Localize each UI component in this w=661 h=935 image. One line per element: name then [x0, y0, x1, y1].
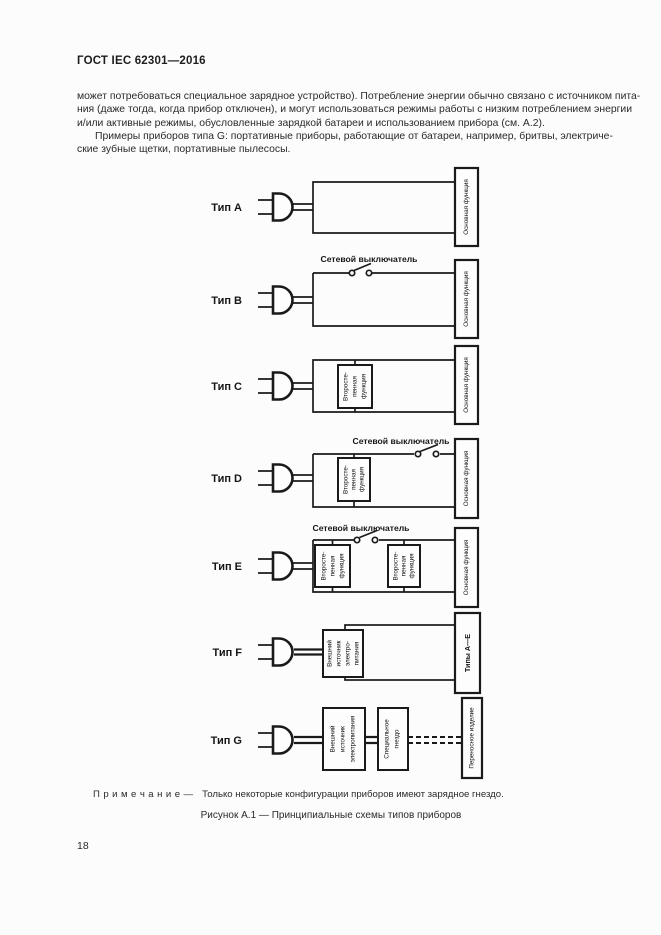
secondary-function-box: [387, 544, 421, 588]
intro-line: и/или активные режимы, обусловленные зар…: [77, 117, 545, 129]
special-socket-box: [377, 707, 409, 771]
type-g-label: Тип G: [211, 735, 242, 747]
plug-icon: [256, 725, 294, 755]
secondary-function-line: пенная: [330, 556, 337, 577]
secondary-function-line: функция: [359, 467, 366, 492]
type-c-label: Тип С: [211, 381, 242, 393]
external-psu-line: питания: [354, 642, 361, 666]
plug-icon: [256, 371, 294, 401]
switch-icon: [353, 529, 379, 544]
type-f-label: Тип F: [213, 647, 243, 659]
external-psu-line: Внешний: [326, 640, 334, 667]
special-socket-line: Специальное: [384, 719, 391, 759]
main-function-label: Основная функция: [463, 451, 470, 507]
note-label: П р и м е ч а н и е —: [93, 789, 194, 800]
external-psu-box: [322, 629, 364, 678]
special-socket-line: гнездо: [394, 729, 401, 749]
body-paragraphs: может потребоваться специальное зарядное…: [77, 90, 641, 156]
type-f-diagram: Тип F Внешний источник электро- питания …: [213, 611, 482, 695]
external-psu-line: источник: [340, 726, 347, 752]
type-d-label: Тип D: [211, 473, 242, 485]
figure-caption: Рисунок А.1 — Принципиальные схемы типов…: [200, 810, 462, 821]
secondary-function-line: Второсте-: [393, 552, 400, 581]
type-a-diagram: Тип А Основная функция: [211, 166, 480, 248]
type-e-diagram: Сетевой выключатель Тип Е Второсте- пенн…: [212, 523, 480, 609]
types-a-e-box: [453, 611, 482, 695]
main-function-label: Основная функция: [463, 271, 470, 327]
dashed-connection: [408, 736, 462, 744]
main-function-label: Основная функция: [463, 540, 470, 596]
external-psu-line: электро-: [345, 641, 352, 666]
plug-icon: [256, 637, 294, 667]
document-title: ГОСТ IEC 62301—2016: [77, 55, 206, 67]
secondary-function-line: функция: [409, 553, 416, 578]
plug-icon: [256, 192, 294, 222]
type-d-diagram: Сетевой выключатель Тип D Второсте- пенн…: [211, 436, 480, 520]
main-function-box: [453, 258, 480, 340]
types-a-e-label: Типы А—Е: [463, 634, 472, 672]
plug-icon: [256, 285, 294, 315]
examples-line: Примеры приборов типа G: портативные при…: [95, 130, 613, 142]
secondary-function-line: Второсте-: [321, 552, 328, 581]
external-psu-line: Внешний: [329, 725, 337, 752]
switch-icon: [414, 443, 440, 458]
secondary-function-line: функция: [361, 374, 368, 399]
secondary-function-line: пенная: [352, 376, 359, 397]
intro-line: может потребоваться специальное зарядное…: [77, 91, 641, 102]
type-g-diagram: Тип G Внешний источник электропитания Сп…: [211, 696, 484, 780]
type-e-label: Тип Е: [212, 561, 242, 573]
external-psu-box: [322, 707, 366, 771]
mains-switch-label: Сетевой выключатель: [353, 436, 450, 446]
type-b-label: Тип В: [211, 295, 242, 307]
main-function-box: [453, 166, 480, 248]
note-text: Только некоторые конфигурации приборов и…: [202, 789, 504, 800]
main-function-box: [453, 437, 480, 520]
plug-icon: [256, 551, 294, 581]
secondary-function-line: пенная: [351, 469, 358, 490]
switch-icon: [348, 262, 373, 277]
figure-note: П р и м е ч а н и е — Только некоторые к…: [93, 789, 613, 800]
secondary-function-line: Второсте-: [343, 372, 350, 401]
main-function-label: Основная функция: [463, 357, 470, 413]
type-c-diagram: Тип С Второсте- пенная функция Основная …: [211, 344, 480, 426]
page-number: 18: [77, 840, 89, 852]
secondary-function-box: [314, 544, 351, 588]
mains-switch-label: Сетевой выключатель: [321, 254, 418, 264]
portable-product-box: [460, 696, 484, 780]
secondary-function-box: [337, 457, 371, 502]
portable-product-label: Переносное изделие: [469, 707, 476, 769]
mains-switch-label: Сетевой выключатель: [313, 523, 410, 533]
secondary-function-line: функция: [339, 553, 346, 578]
plug-icon: [256, 463, 294, 493]
examples-line: ские зубные щетки, портативные пылесосы.: [77, 144, 291, 156]
secondary-function-box: [337, 364, 373, 409]
secondary-function-line: пенная: [401, 556, 408, 577]
external-psu-line: электропитания: [350, 716, 357, 763]
external-psu-line: источник: [336, 640, 343, 666]
type-a-label: Тип А: [211, 202, 242, 214]
main-function-box: [453, 526, 480, 609]
intro-line: ния (даже тогда, когда прибор отключен),…: [77, 104, 633, 116]
secondary-function-line: Второсте-: [343, 465, 350, 494]
main-function-label: Основная функция: [463, 179, 470, 235]
main-function-box: [453, 344, 480, 426]
type-b-diagram: Сетевой выключатель Тип В Основная функц…: [211, 254, 480, 340]
